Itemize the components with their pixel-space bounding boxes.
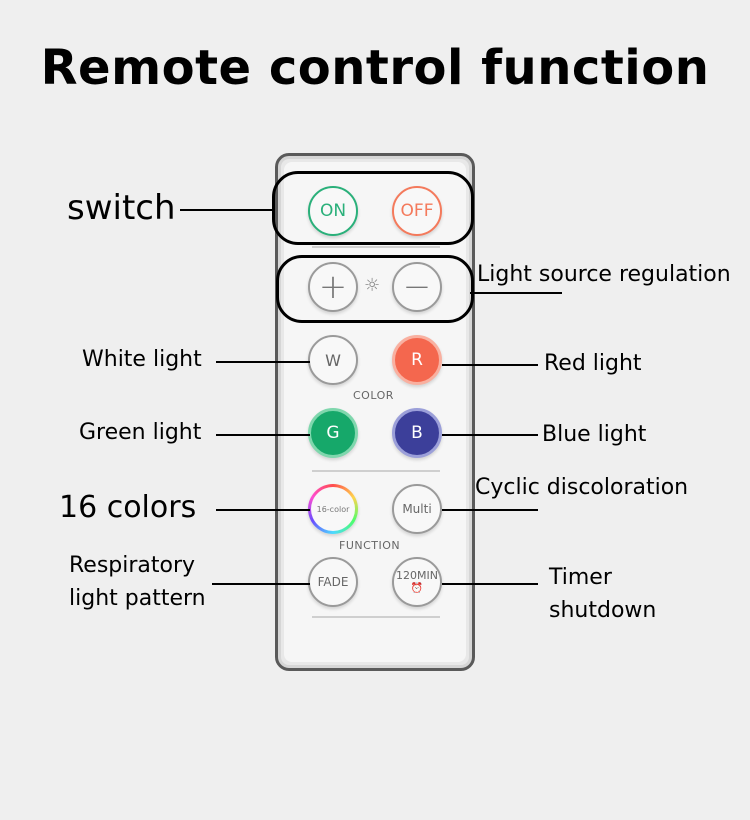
green-button[interactable]: G xyxy=(308,408,358,458)
fade-button[interactable]: FADE xyxy=(308,557,358,607)
white-leader-line xyxy=(216,361,310,363)
color-section-label: COLOR xyxy=(353,389,394,402)
brightness-icon: ☼ xyxy=(364,275,381,296)
respiratory-label-line2: light pattern xyxy=(69,586,206,611)
respiratory-label-line1: Respiratory xyxy=(69,553,196,578)
green-leader-line xyxy=(216,434,310,436)
cyclic-discoloration-label: Cyclic discoloration xyxy=(475,475,689,500)
red-button[interactable]: R xyxy=(392,335,442,385)
timer-label: 120MIN xyxy=(396,569,438,583)
function-section-label: FUNCTION xyxy=(339,539,401,552)
timer-leader-line xyxy=(442,583,538,585)
alarm-clock-icon: ⏰ xyxy=(410,582,424,594)
switch-label: switch xyxy=(67,188,176,228)
divider xyxy=(312,470,440,472)
blue-light-label: Blue light xyxy=(542,422,647,447)
brightness-leader-line xyxy=(470,292,562,294)
page-title: Remote control function xyxy=(40,40,710,96)
red-light-label: Red light xyxy=(544,351,642,376)
switch-leader-line xyxy=(180,209,273,211)
timer-button[interactable]: 120MIN ⏰ xyxy=(392,557,442,607)
on-button[interactable]: ON xyxy=(308,186,358,236)
brightness-down-button[interactable]: − xyxy=(392,262,442,312)
blue-leader-line xyxy=(442,434,538,436)
light-source-regulation-label: Light source regulation xyxy=(477,262,731,287)
cyclic-leader-line xyxy=(442,509,538,511)
sixteen-colors-label: 16 colors xyxy=(59,490,197,525)
brightness-up-button[interactable]: + xyxy=(308,262,358,312)
divider xyxy=(312,246,440,248)
switch-group-outline xyxy=(272,171,474,245)
white-button[interactable]: W xyxy=(308,335,358,385)
divider xyxy=(312,616,440,618)
brightness-group-outline xyxy=(276,255,474,323)
multi-button[interactable]: Multi xyxy=(392,484,442,534)
timer-label-line1: Timer xyxy=(549,565,612,590)
green-light-label: Green light xyxy=(79,420,202,445)
fade-leader-line xyxy=(212,583,310,585)
white-light-label: White light xyxy=(82,347,202,372)
sixteen-color-button[interactable]: 16-color xyxy=(308,484,358,534)
off-button[interactable]: OFF xyxy=(392,186,442,236)
timer-label-line2: shutdown xyxy=(549,598,657,623)
red-leader-line xyxy=(442,364,538,366)
blue-button[interactable]: B xyxy=(392,408,442,458)
sixteen-colors-leader-line xyxy=(216,509,310,511)
